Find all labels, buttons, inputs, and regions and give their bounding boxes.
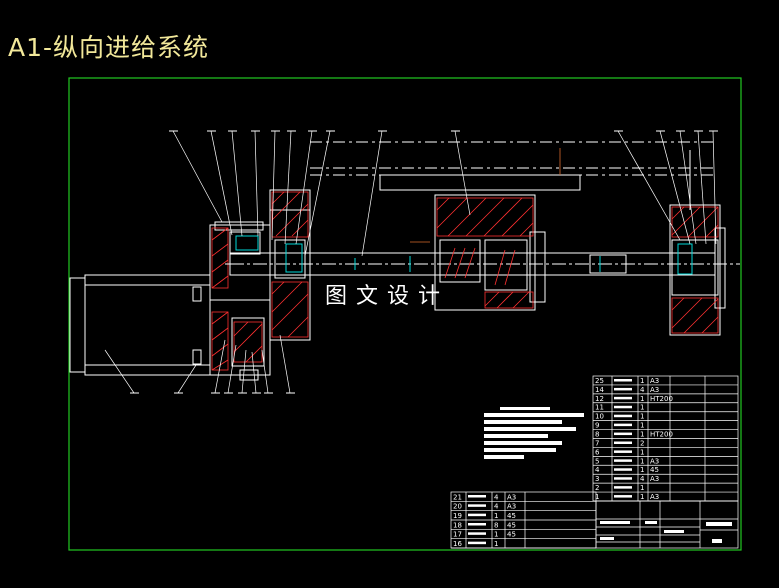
bom-right-cell-no: 10 — [595, 413, 604, 421]
bom-left-cell-qty: 1 — [494, 531, 498, 539]
bom-right-name-blur — [614, 468, 632, 471]
bom-right-cell-qty: 1 — [640, 484, 644, 492]
bom-right-cell-mat: HT200 — [650, 395, 673, 403]
bom-right-cell-no: 25 — [595, 377, 604, 385]
bom-right-cell-no: 14 — [595, 386, 604, 394]
bom-right-name-blur — [614, 396, 632, 400]
bom-right-cell-mat: A3 — [650, 493, 659, 501]
bom-right-cell-qty: 1 — [640, 422, 644, 430]
bom-right-name-blur — [614, 495, 632, 498]
bom-right-cell-no: 4 — [595, 466, 600, 474]
bom-right-cell-qty: 1 — [640, 466, 644, 474]
bom-right-name-blur — [614, 387, 632, 391]
gearbox-hatch — [211, 227, 263, 371]
bom-left-cell-no: 20 — [453, 503, 462, 511]
bom-left-name-blur — [468, 541, 486, 545]
bom-right-name-blur — [614, 423, 632, 427]
bom-left-cell-qty: 8 — [494, 521, 498, 529]
left-bracket-hatch — [271, 191, 309, 338]
bom-left-name-blur — [468, 532, 486, 535]
bom-right-cell-no: 3 — [595, 475, 599, 483]
drawing-border — [68, 77, 742, 551]
bom-right-cell-qty: 1 — [640, 413, 644, 421]
title-block — [595, 500, 739, 549]
bom-left-cell-mat: A3 — [507, 493, 516, 501]
bom-right-cell-qty: 1 — [640, 395, 644, 403]
bom-left-name-blur — [468, 523, 486, 526]
bom-left-cell-no: 18 — [453, 521, 462, 529]
bom-right-cell-no: 5 — [595, 457, 599, 465]
bom-right-name-blur — [614, 486, 632, 489]
left-bearing-bracket — [269, 189, 311, 341]
bom-left-cell-no: 19 — [453, 512, 462, 520]
motor — [69, 274, 211, 376]
bom-right-cell-qty: 1 — [640, 493, 644, 501]
bom-left-cell-mat: A3 — [507, 503, 516, 511]
bom-right-cell-no: 8 — [595, 431, 599, 439]
bom-right-cell-no: 11 — [595, 404, 604, 412]
dimension-lines — [410, 148, 561, 243]
bom-right-cell-no: 12 — [595, 395, 604, 403]
bom-left-cell-qty: 4 — [494, 503, 499, 511]
watermark-text: 图文设计 — [325, 284, 449, 309]
bom-right-name-blur — [614, 379, 632, 382]
bom-right-cell-qty: 1 — [640, 431, 644, 439]
bom-left-cell-qty: 1 — [494, 540, 498, 548]
title-block-text — [600, 521, 732, 543]
bom-right-name-blur — [614, 459, 632, 462]
bom-left-cell-no: 16 — [453, 540, 462, 548]
bom-right-name-blur — [614, 477, 632, 480]
bom-right-name-blur — [614, 414, 632, 418]
bom-left-name-blur — [468, 504, 486, 507]
bom-right-cell-mat: 45 — [650, 466, 659, 474]
bom-left-name-blur — [468, 495, 486, 498]
bom-left-cell-qty: 4 — [494, 493, 499, 501]
bom-table-left-rows — [451, 500, 596, 549]
bom-left-cell-no: 21 — [453, 493, 462, 501]
bom-right-name-blur — [614, 432, 632, 436]
bom-right-cell-qty: 1 — [640, 448, 644, 456]
leader-lines-bottom — [104, 334, 291, 394]
gearbox — [209, 221, 271, 381]
bom-right-cell-qty: 1 — [640, 457, 644, 465]
right-support-hatch — [671, 206, 719, 334]
bom-right-cell-mat: A3 — [650, 457, 659, 465]
technical-requirements — [484, 407, 584, 459]
bom-right-cell-mat: A3 — [650, 377, 659, 385]
nut-housing — [434, 194, 546, 311]
bom-left-name-blur — [468, 513, 486, 517]
drawing-title: A1-纵向进给系统 — [8, 33, 210, 62]
bom-right-cell-mat: A3 — [650, 386, 659, 394]
bom-left-cell-mat: 45 — [507, 531, 516, 539]
right-bearing-support — [669, 204, 726, 336]
bom-right-name-blur — [614, 405, 632, 409]
bom-left-cell-mat: 45 — [507, 512, 516, 520]
bom-left-cell-mat: 45 — [507, 521, 516, 529]
bom-right-cell-qty: 1 — [640, 377, 644, 385]
bom-right-name-blur — [614, 450, 632, 453]
bom-right-cell-no: 9 — [595, 422, 599, 430]
bom-right-name-blur — [614, 441, 632, 444]
leader-lines-top — [172, 130, 717, 257]
bom-right-cell-qty: 2 — [640, 439, 644, 447]
bom-right-cell-no: 7 — [595, 439, 599, 447]
worktable — [310, 141, 715, 210]
bom-right-cell-qty: 4 — [640, 475, 645, 483]
bom-right-cell-no: 1 — [595, 493, 599, 501]
nut-hatch — [436, 197, 534, 309]
bom-right-cell-no: 6 — [595, 448, 600, 456]
bom-left-cell-no: 17 — [453, 531, 462, 539]
bom-right-cell-no: 2 — [595, 484, 599, 492]
bom-right-cell-mat: A3 — [650, 475, 659, 483]
bom-right-cell-qty: 1 — [640, 404, 644, 412]
bom-right-cell-mat: HT200 — [650, 431, 673, 439]
bom-left-cell-qty: 1 — [494, 512, 498, 520]
bearing-marks — [235, 235, 693, 275]
bom-right-cell-qty: 4 — [640, 386, 645, 394]
